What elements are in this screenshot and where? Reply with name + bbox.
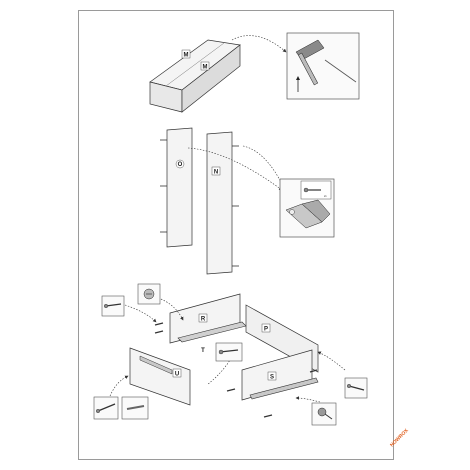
part-label-n: N: [211, 166, 221, 176]
small-note: 2x: [324, 195, 327, 198]
step-top-board: M M: [149, 35, 287, 113]
hinge-screw-callout: [311, 402, 337, 426]
part-label-o: O: [175, 159, 185, 169]
hammer-icon: [295, 39, 357, 92]
part-m-label-2: M: [203, 65, 208, 71]
part-t-label: T: [201, 348, 205, 354]
part-label-t: T: [201, 348, 205, 354]
screw-callout-right: [344, 377, 368, 399]
hammer-callout: [286, 32, 360, 100]
part-label-p: P: [261, 323, 271, 333]
cam-lock-callout: [137, 283, 161, 305]
part-o-label: O: [178, 162, 183, 168]
screw-icon-2: [103, 304, 108, 309]
part-u-label: U: [175, 372, 179, 378]
wood-screw-icon: [317, 407, 327, 417]
part-label-r: R: [198, 313, 208, 323]
part-label-m-top: M: [181, 49, 191, 59]
screw-callout-bottom-left: [93, 396, 119, 420]
hinge-icon: [285, 199, 331, 229]
step-side-panels: O N: [160, 127, 284, 275]
part-label-s: S: [267, 371, 277, 381]
part-s-label: S: [270, 375, 274, 381]
bolt-callout: [215, 342, 243, 362]
part-label-m-top-2: M: [200, 61, 210, 71]
screw-icon-3: [95, 409, 100, 414]
sheet-border: [78, 10, 394, 460]
part-n-label: N: [214, 170, 218, 176]
bolt-icon: [218, 349, 224, 355]
part-label-u: U: [172, 368, 182, 378]
part-p-label: P: [264, 327, 268, 333]
dowel-icon: [126, 405, 145, 410]
part-m-label: M: [184, 53, 189, 59]
dowel-callout: [121, 396, 149, 420]
screw-callout-top-left: [101, 295, 125, 317]
hinge-callout: 2x: [279, 178, 335, 238]
cam-fittings-left: [160, 139, 239, 267]
part-r-label: R: [201, 317, 206, 323]
brand-watermark: NOWROX: [389, 427, 410, 448]
screw-icon-4: [347, 384, 352, 389]
step-drawer: R P T U S: [109, 293, 346, 418]
screw-icon: [303, 187, 321, 193]
